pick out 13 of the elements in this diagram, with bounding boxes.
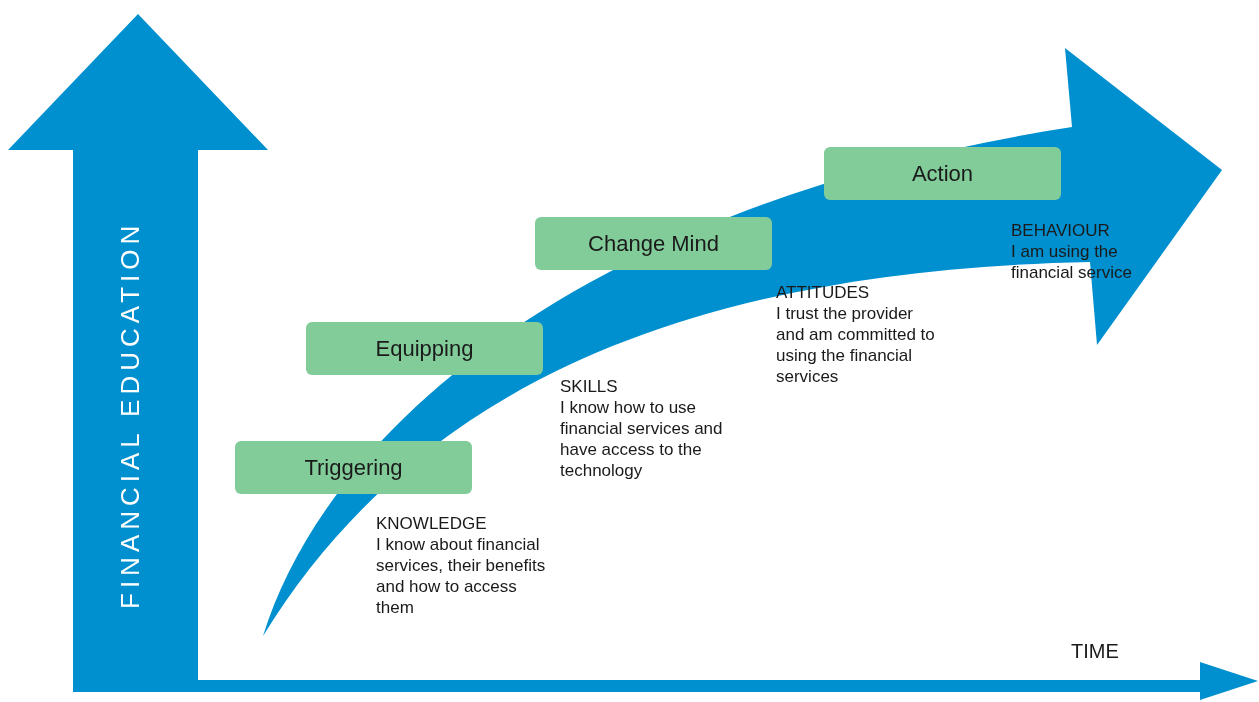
stage-heading: BEHAVIOUR [1011, 220, 1111, 241]
stage-box: Action [824, 147, 1061, 200]
stage-description: I know how to use financial services and have access to the technology [560, 397, 724, 481]
stage-heading: ATTITUDES [776, 282, 871, 303]
stage-heading: KNOWLEDGE [376, 513, 488, 534]
stage-description: I trust the provider and am committed to using the financial services [776, 303, 936, 387]
axis-label: FINANCIAL EDUCATION [115, 219, 146, 612]
stage-box: Triggering [235, 441, 472, 494]
stage-heading: SKILLS [560, 376, 619, 397]
stage-description: I know about financial services, their benefits and how to access them [376, 534, 546, 618]
axis-label: TIME [1071, 640, 1119, 663]
stage-box: Change Mind [535, 217, 772, 270]
stage-box: Equipping [306, 322, 543, 375]
